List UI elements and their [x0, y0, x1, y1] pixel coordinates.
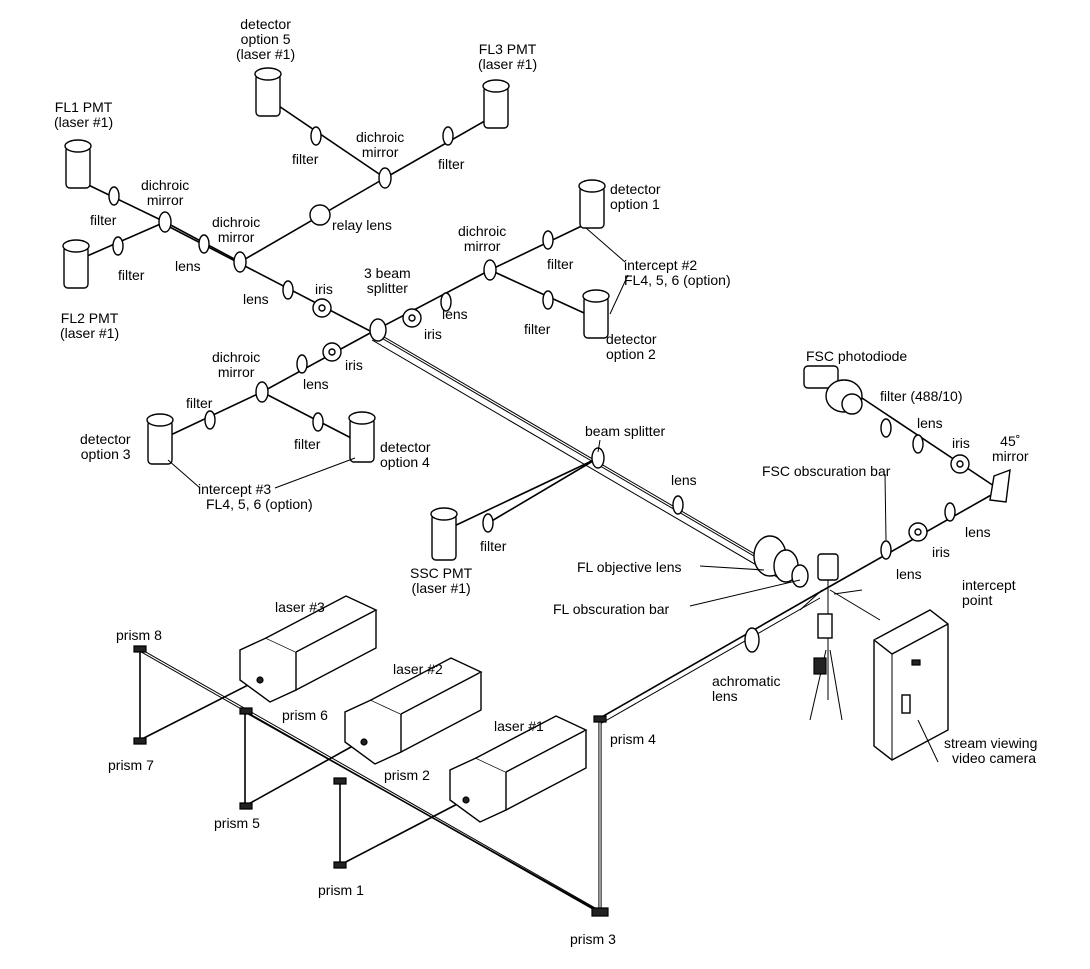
ssc-pmt-icon: [430, 507, 458, 561]
detector-5-icon: [254, 67, 282, 117]
prism-5-label: prism 5: [214, 815, 260, 831]
filter-label-det2: filter: [524, 321, 551, 337]
fsc-lens-label-3: lens: [896, 566, 922, 582]
lens-label-4: lens: [303, 376, 329, 392]
sample-stream: [799, 560, 881, 721]
prism-3-label: prism 3: [570, 931, 616, 947]
upper-right-branch: [489, 221, 596, 319]
filter-label-fl3: filter: [438, 156, 465, 172]
laser-3-label: laser #3: [275, 599, 325, 615]
leader-lines: [167, 227, 939, 763]
fsc-photodiode-icon: [803, 365, 863, 415]
mirror-45-label: 45˚ mirror: [992, 433, 1029, 464]
three-beam-splitter-label: 3 beam splitter: [364, 265, 411, 296]
fsc-filter-label: filter (488/10): [880, 388, 963, 404]
prism-7-label: prism 7: [108, 757, 154, 773]
video-camera-icon: [873, 609, 949, 761]
filter-label-det3: filter: [186, 395, 213, 411]
achromatic-lens-label: achromatic lens: [712, 673, 781, 704]
dichroic-mirror-label-a: dichroic mirror: [141, 177, 190, 208]
fsc-lens-label-2: lens: [965, 524, 991, 540]
fl3-pmt-icon: [482, 79, 510, 129]
lens-label-2: lens: [243, 291, 269, 307]
dichroic-mirror-label-c: dichroic mirror: [356, 129, 405, 160]
optical-elements: [108, 126, 970, 653]
detector-4-icon: [348, 411, 376, 463]
fsc-lens-label: lens: [917, 415, 943, 431]
iris-label-3: iris: [345, 357, 363, 373]
detector-3-label: detector option 3: [80, 431, 131, 462]
filter-label-ssc: filter: [480, 538, 507, 554]
filter-label-fl2: filter: [118, 267, 145, 283]
lens-label-1: lens: [175, 258, 201, 274]
dichroic-mirror-label-d: dichroic mirror: [458, 223, 507, 254]
fsc-obscuration-bar-label: FSC obscuration bar: [762, 463, 891, 479]
filter-label-det4: filter: [294, 436, 321, 452]
intercept-2-label: intercept #2 FL4, 5, 6 (option): [624, 257, 731, 288]
lens-label-beam: lens: [671, 472, 697, 488]
fsc-iris-label-2: iris: [932, 544, 950, 560]
fl1-pmt-label: FL1 PMT (laser #1): [54, 99, 114, 130]
prism-6-label: prism 6: [282, 707, 328, 723]
detector-5-label: detector option 5 (laser #1): [236, 16, 296, 62]
dichroic-mirror-label-e: dichroic mirror: [212, 349, 261, 380]
prism-1-label: prism 1: [318, 882, 364, 898]
laser-2-icon: [344, 657, 483, 765]
ssc-pmt-label: SSC PMT (laser #1): [410, 565, 473, 596]
stream-viewing-camera-label: stream viewing video camera: [944, 735, 1038, 766]
mirror-45-icon: [989, 468, 1011, 503]
detector-3-icon: [146, 413, 174, 465]
filter-label-det5: filter: [292, 151, 319, 167]
prism-mounts: [133, 645, 609, 917]
intercept-point-label: intercept point: [962, 577, 1016, 608]
intercept-3-label: intercept #3 FL4, 5, 6 (option): [198, 481, 313, 512]
detector-2-label: detector option 2: [606, 331, 657, 362]
prism-8-label: prism 8: [116, 627, 162, 643]
laser-1-label: laser #1: [494, 718, 544, 734]
beam-splitter-label: beam splitter: [585, 423, 666, 439]
detector-4-label: detector option 4: [380, 439, 431, 470]
fl-objective-lens-label: FL objective lens: [577, 559, 682, 575]
laser-1-icon: [449, 715, 588, 823]
laser-3-icon: [239, 595, 378, 703]
fl2-pmt-icon: [62, 239, 90, 289]
fl3-pmt-label: FL3 PMT (laser #1): [478, 41, 538, 72]
prism-4-label: prism 4: [610, 731, 656, 747]
fl-obscuration-bar-label: FL obscuration bar: [553, 601, 670, 617]
prism-2-label: prism 2: [384, 767, 430, 783]
main-collection-axis: [159, 221, 783, 581]
laser-2-label: laser #2: [393, 661, 443, 677]
lens-label-3: lens: [442, 306, 468, 322]
dichroic-mirror-label-b: dichroic mirror: [212, 214, 261, 245]
fl-objective-lens-icon: [753, 535, 809, 588]
laser-beams: [139, 591, 821, 914]
fsc-photodiode-label: FSC photodiode: [806, 348, 908, 364]
iris-label-1: iris: [315, 281, 333, 297]
upper-left-branch: [77, 99, 491, 263]
fsc-path: [819, 389, 1001, 593]
detector-1-icon: [578, 179, 606, 229]
flow-cell-icon: [813, 553, 839, 675]
fsc-iris-label: iris: [952, 435, 970, 451]
detector-1-label: detector option 1: [610, 181, 661, 212]
detector-2-icon: [582, 289, 610, 339]
filter-label-det1: filter: [547, 256, 574, 272]
ssc-branch: [449, 457, 599, 529]
iris-label-2: iris: [424, 326, 442, 342]
filter-label-fl1: filter: [90, 212, 117, 228]
fl2-pmt-label: FL2 PMT (laser #1): [60, 310, 120, 341]
fl1-pmt-icon: [64, 139, 92, 189]
relay-lens-label: relay lens: [332, 217, 392, 233]
